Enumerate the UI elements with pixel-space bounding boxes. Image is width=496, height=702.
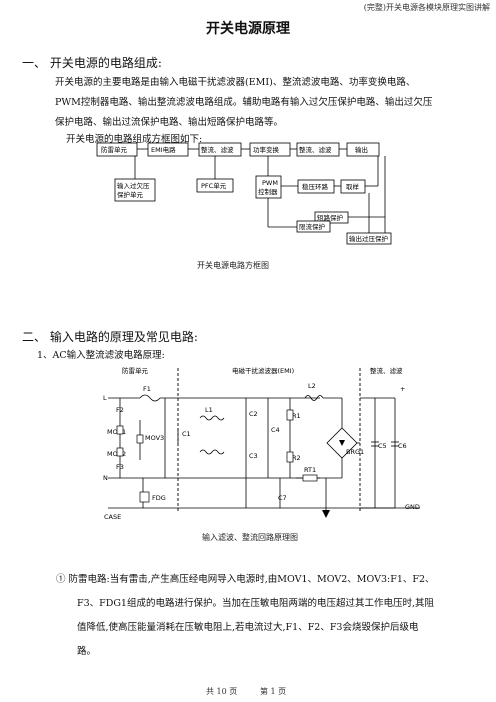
document-header-note: (完整)开关电源各模块原理实图讲解: [363, 3, 490, 12]
block-output-overvoltage-protection: 输出过压保护: [346, 232, 392, 245]
label-BRG1: BRG1: [346, 448, 364, 456]
label-C7: C7: [278, 494, 287, 502]
item1-line: 路。: [77, 646, 97, 657]
label-C4: C4: [271, 426, 280, 434]
label-plus: +: [400, 385, 405, 393]
region-label-surge: 防雷单元: [122, 366, 149, 375]
block-pfc: PFC单元: [196, 178, 234, 193]
label-RT1: RT1: [304, 466, 316, 474]
footer-page-number: 第 1 页: [260, 687, 287, 696]
svg-text:防雷单元: 防雷单元: [101, 145, 128, 154]
label-L2: L2: [308, 382, 316, 390]
label-FDG: FDG: [152, 494, 166, 502]
block-output-rectifier: 整流、滤波: [296, 142, 340, 157]
block-sampling: 取样: [340, 179, 366, 194]
label-MOV3: MOV3: [145, 434, 164, 442]
section1-heading: 一、 开关电源的电路组成:: [22, 56, 162, 70]
section1-paragraph-line: PWM控制器电路、输出整流滤波电路组成。辅助电路有输入过欠压保护电路、输出过欠压: [55, 97, 433, 108]
region-label-rectifier: 整流、滤波: [370, 366, 403, 375]
label-F3: F3: [116, 463, 124, 471]
svg-text:稳压环路: 稳压环路: [302, 182, 329, 191]
svg-text:输入过欠压: 输入过欠压: [117, 181, 150, 190]
svg-text:整流、滤波: 整流、滤波: [201, 145, 234, 154]
label-MOV2: MOV2: [107, 450, 126, 458]
section1-paragraph-line: 开关电源的电路组成方框图如下:: [66, 134, 203, 145]
svg-text:功率变换: 功率变换: [253, 145, 280, 154]
subsection-heading: 1、AC输入整流滤波电路原理:: [37, 350, 165, 361]
item1-line: ① 防雷电路:当有雷击,产生高压经电网导入电源时,由MOV1、MOV2、MOV3…: [56, 574, 435, 585]
label-C6: C6: [398, 442, 407, 450]
item1-line: F3、FDG1组成的电路进行保护。当加在压敏电阻两端的电压超过其工作电压时,其阻: [77, 598, 434, 609]
svg-text:取样: 取样: [346, 182, 360, 191]
section1-paragraph-line: 开关电源的主要电路是由输入电磁干扰滤波器(EMI)、整流滤波电路、功率变换电路、: [55, 77, 416, 88]
block-power-conversion: 功率变换: [249, 142, 291, 157]
label-L1: L1: [205, 406, 213, 414]
block-surge: 防雷单元: [96, 142, 138, 157]
svg-text:PWM: PWM: [262, 179, 278, 187]
section1-paragraph-line: 保护电路、输出过流保护电路、输出短路保护电路等。: [55, 117, 284, 128]
label-R1: R1: [292, 412, 301, 420]
svg-text:输出: 输出: [355, 145, 368, 154]
block-short-circuit-protection: 短路保护: [314, 211, 349, 224]
block-regulation-loop: 稳压环路: [297, 179, 335, 194]
svg-text:PFC单元: PFC单元: [201, 181, 227, 190]
block-current-limit-protection: 限流保护: [296, 220, 331, 233]
svg-text:控制器: 控制器: [258, 187, 278, 196]
label-C1: C1: [182, 430, 191, 438]
label-F2: F2: [116, 406, 124, 414]
section2-heading: 二、 输入电路的原理及常见电路:: [22, 330, 198, 344]
input-filter-schematic: 防雷单元 电磁干扰滤波器(EMI) 整流、滤波 L N CASE GND F1 …: [103, 366, 420, 521]
svg-text:EMI电路: EMI电路: [151, 145, 176, 154]
region-label-emi: 电磁干扰滤波器(EMI): [232, 366, 294, 375]
label-R2: R2: [292, 454, 301, 462]
svg-text:限流保护: 限流保护: [299, 222, 325, 231]
schematic-caption: 输入滤波、整流回路原理图: [202, 533, 298, 542]
svg-text:输出过压保护: 输出过压保护: [349, 234, 388, 243]
block-diagram: 防雷单元 EMI电路 整流、滤波 功率变换 整流、滤波 输出 输入过欠压保护单元…: [96, 142, 392, 245]
page-title: 开关电源原理: [206, 21, 290, 37]
block-rectifier: 整流、滤波: [198, 142, 242, 157]
block-emi: EMI电路: [147, 142, 189, 157]
label-N: N: [103, 474, 108, 482]
label-C3: C3: [249, 452, 258, 460]
item1-line: 值降低,使高压能量消耗在压敏电阻上,若电流过大,F1、F2、F3会烧毁保护后级电: [77, 622, 419, 633]
label-gnd: GND: [405, 503, 420, 511]
svg-text:整流、滤波: 整流、滤波: [299, 145, 332, 154]
svg-text:保护单元: 保护单元: [117, 190, 144, 199]
label-MOV1: MOV1: [107, 428, 126, 436]
label-F1: F1: [143, 385, 151, 393]
label-L: L: [103, 394, 107, 402]
svg-text:短路保护: 短路保护: [317, 213, 343, 222]
block-diagram-caption: 开关电源电路方框图: [197, 261, 269, 270]
label-case: CASE: [104, 513, 121, 521]
block-pwm-controller: PWM控制器: [255, 175, 282, 199]
label-C5: C5: [378, 442, 387, 450]
block-output: 输出: [346, 142, 380, 157]
label-C2: C2: [249, 410, 258, 418]
footer-total-pages: 共 10 页: [206, 687, 238, 696]
